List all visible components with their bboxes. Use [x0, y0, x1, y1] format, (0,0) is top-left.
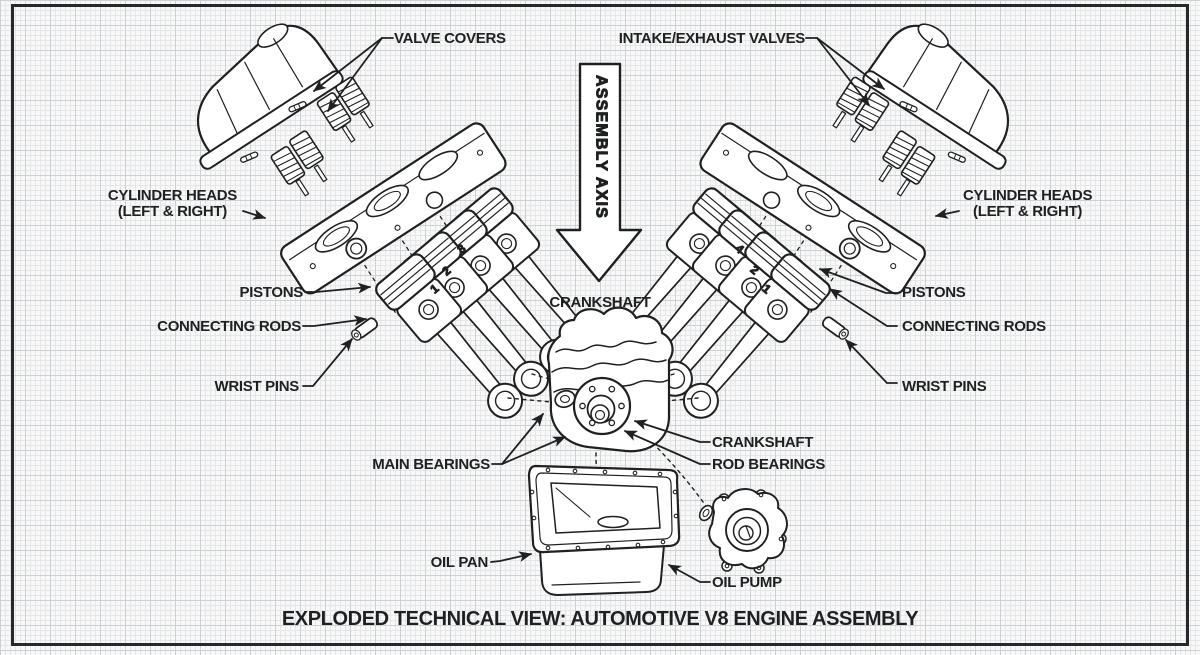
- label-cylinder-heads-right: CYLINDER HEADS (LEFT & RIGHT): [963, 188, 1092, 220]
- label-line: CYLINDER HEADS: [107, 187, 237, 204]
- label-crankshaft-right: CRANKSHAFT: [712, 434, 814, 451]
- label-line: (LEFT & RIGHT): [973, 203, 1083, 220]
- oil-pan-part: [527, 464, 681, 596]
- assembly-axis-label: ASSEMBLY AXIS: [593, 75, 610, 219]
- label-line: (LEFT & RIGHT): [117, 203, 227, 220]
- label-wrist-pins-left: WRIST PINS: [214, 378, 299, 395]
- label-rod-bearings: ROD BEARINGS: [712, 456, 826, 473]
- label-oil-pan: OIL PAN: [430, 554, 489, 571]
- label-cylinder-heads-left: CYLINDER HEADS (LEFT & RIGHT): [108, 188, 237, 220]
- assembly-axis-arrow: ASSEMBLY AXIS: [555, 62, 643, 283]
- label-valve-covers: VALVE COVERS: [394, 30, 506, 47]
- leader-lines: [242, 37, 960, 583]
- label-intake-exhaust-valves: INTAKE/EXHAUST VALVES: [618, 30, 806, 47]
- wrist-pin-right: [821, 316, 849, 340]
- label-connecting-rods-left: CONNECTING RODS: [157, 318, 301, 335]
- crankshaft-part: [547, 306, 674, 453]
- oil-pump-part: [698, 488, 788, 574]
- diagram-title: EXPLODED TECHNICAL VIEW: AUTOMOTIVE V8 E…: [281, 608, 919, 630]
- label-crankshaft-center: CRANKSHAFT: [549, 294, 651, 311]
- label-pistons-right: PISTONS: [902, 284, 966, 301]
- label-connecting-rods-right: CONNECTING RODS: [902, 318, 1046, 335]
- label-wrist-pins-right: WRIST PINS: [902, 378, 987, 395]
- label-main-bearings: MAIN BEARINGS: [372, 456, 490, 473]
- label-oil-pump: OIL PUMP: [712, 574, 782, 591]
- label-pistons-left: PISTONS: [239, 284, 304, 301]
- label-line: CYLINDER HEADS: [963, 187, 1093, 204]
- cylinder-head-assembly-left: [159, 0, 543, 359]
